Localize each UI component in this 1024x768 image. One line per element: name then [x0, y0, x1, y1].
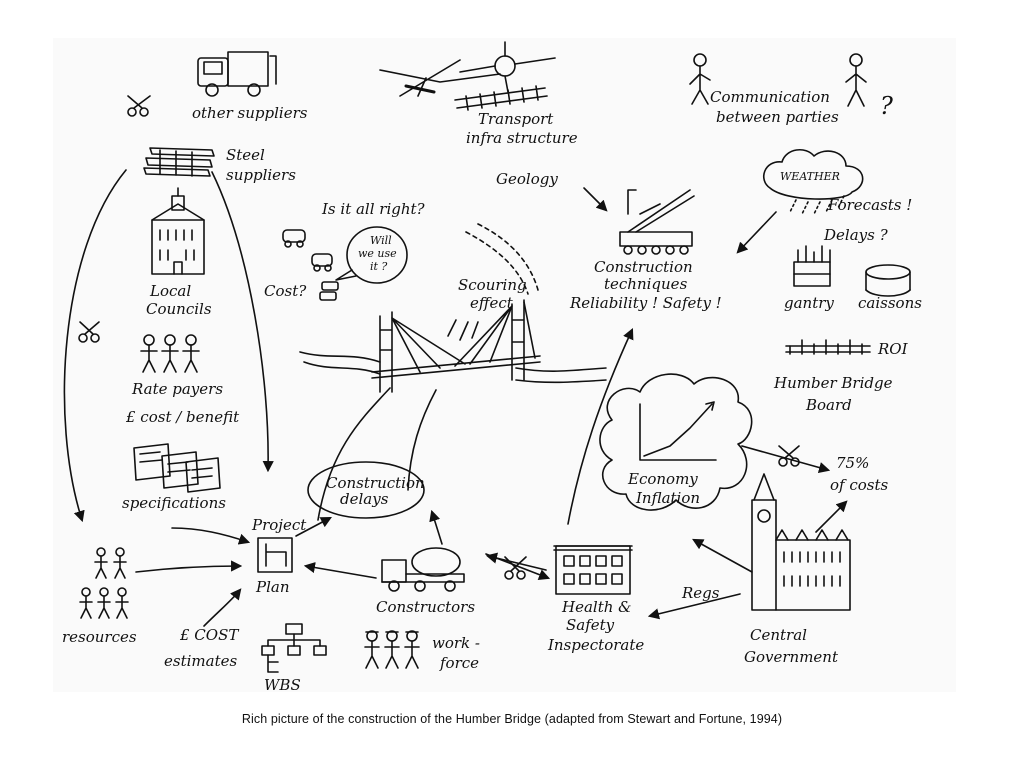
airplane-icon: [379, 59, 501, 97]
label-suppliers: suppliers: [226, 166, 296, 184]
roundabout-icon: [459, 41, 556, 93]
label-infrastructure: infra structure: [466, 129, 578, 147]
scissors-icon: [78, 321, 100, 343]
label-humber-bridge: Humber Bridge: [773, 374, 893, 392]
label-estimates: estimates: [164, 652, 237, 670]
label-health: Health &: [561, 598, 632, 616]
label-question-mark: ?: [880, 92, 893, 120]
bridge-icon: [299, 223, 607, 521]
label-cost-q: Cost?: [264, 282, 307, 300]
relationship-arrows: [63, 169, 848, 627]
label-communication: Communication: [710, 88, 830, 106]
label-specifications: specifications: [122, 494, 226, 512]
scissors-icon: [778, 445, 800, 467]
label-central: Central: [750, 626, 807, 644]
documents-icon: [133, 443, 221, 493]
label-cost-benefit: £ cost / benefit: [125, 408, 240, 426]
car-icon: [282, 229, 306, 248]
gantry-icon: [793, 245, 831, 287]
council-building-icon: [151, 187, 205, 275]
label-local: Local: [149, 282, 191, 300]
label-construction: Construction: [594, 258, 693, 276]
label-government: Government: [744, 648, 839, 666]
label-rate-payers: Rate payers: [131, 380, 223, 398]
label-gantry: gantry: [784, 294, 834, 312]
truck-icon: [197, 51, 277, 97]
label-effect: effect: [470, 294, 514, 312]
concrete-mixer-icon: [381, 547, 465, 592]
label-inspectorate: Inspectorate: [547, 636, 644, 654]
label-other-suppliers: other suppliers: [192, 104, 308, 122]
label-project: Project: [251, 516, 307, 534]
person-icon: [689, 53, 711, 105]
label-reliability-safety: Reliability ! Safety !: [569, 294, 722, 312]
scissors-icon: [127, 95, 151, 117]
label-regs: Regs: [681, 584, 720, 602]
label-is-it-all-right: Is it all right?: [321, 200, 426, 218]
label-75-percent: 75%: [836, 454, 869, 472]
project-plan-icon: [257, 537, 293, 573]
label-work: work -: [432, 634, 480, 652]
car-icon: [311, 253, 333, 272]
label-delays: delays: [340, 490, 389, 508]
figure-caption: Rich picture of the construction of the …: [241, 712, 783, 726]
label-forecasts: Forecasts !: [827, 196, 912, 214]
workforce-icon: [364, 630, 420, 669]
label-safety: Safety: [566, 616, 615, 634]
label-councils: Councils: [146, 300, 212, 318]
label-force: force: [439, 654, 479, 672]
label-transport: Transport: [478, 110, 554, 128]
steel-beams-icon: [143, 147, 215, 177]
label-economy: Economy: [627, 470, 698, 488]
hse-building-icon: [553, 545, 633, 595]
speech-bubble-icon: [335, 226, 408, 284]
roi-bridge-icon: [785, 339, 871, 355]
rate-payers-icon: [140, 334, 200, 373]
label-we-use: we use: [358, 247, 397, 260]
label-it: it ?: [370, 260, 387, 273]
label-geology: Geology: [496, 170, 558, 188]
label-will: Will: [370, 234, 392, 247]
label-delays-q: Delays ?: [823, 226, 889, 244]
parliament-icon: [751, 473, 851, 611]
label-plan: Plan: [255, 578, 290, 596]
label-inflation: Inflation: [635, 489, 700, 507]
label-cost: £ COST: [179, 626, 239, 644]
label-scouring: Scouring: [458, 276, 527, 294]
label-construction-delays: Construction: [326, 474, 425, 492]
label-of-costs: of costs: [830, 476, 889, 494]
wbs-tree-icon: [261, 623, 327, 673]
label-between-parties: between parties: [716, 108, 839, 126]
crane-icon: [619, 189, 695, 255]
label-resources: resources: [62, 628, 137, 646]
label-roi: ROI: [877, 340, 909, 358]
coins-icon: [319, 281, 339, 301]
caissons-icon: [865, 264, 911, 297]
label-caissons: caissons: [858, 294, 922, 312]
label-wbs: WBS: [264, 676, 301, 694]
label-steel: Steel: [226, 146, 265, 164]
label-constructors: Constructors: [376, 598, 475, 616]
resources-icon: [79, 547, 129, 619]
label-techniques: techniques: [604, 275, 688, 293]
delays-ellipse: [307, 461, 425, 519]
railway-icon: [454, 85, 548, 111]
person-icon: [845, 53, 867, 107]
economy-cloud-icon: [599, 373, 753, 511]
label-weather: WEATHER: [780, 170, 840, 183]
weather-cloud-icon: [762, 149, 864, 215]
label-board: Board: [805, 396, 852, 414]
